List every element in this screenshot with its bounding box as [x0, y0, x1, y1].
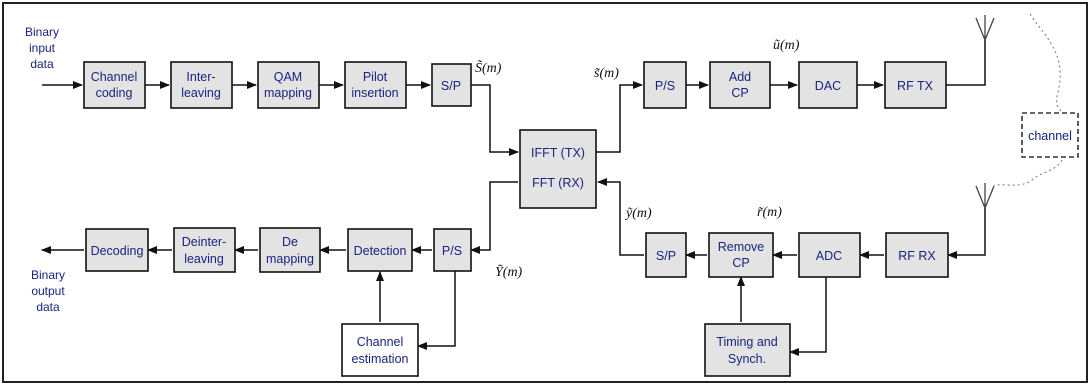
wire-adc-to-timing [789, 276, 827, 356]
block-pilot-insertion: Pilot insertion [344, 61, 407, 109]
binary-input-line-3: data [30, 57, 54, 71]
block-rf-tx-label: RF TX [897, 79, 934, 93]
block-channel-coding: Channel coding [83, 61, 146, 109]
block-add-cp-label-1: Add [729, 70, 751, 84]
block-remove-cp: Remove CP [708, 232, 774, 278]
block-adc-label: ADC [816, 249, 842, 263]
wire-antenna-to-rfrx [947, 208, 986, 259]
signal-label-S: S̃(m) [475, 60, 502, 76]
block-ps-rx: P/S [433, 228, 472, 272]
signal-label-Y: Ỹ(m) [495, 263, 523, 280]
binary-output-line-3: data [36, 300, 60, 314]
wire-sp-to-ifft [471, 84, 519, 156]
binary-input-line-2: input [29, 41, 56, 55]
rx-wires [41, 178, 986, 356]
block-adc: ADC [798, 232, 861, 278]
block-ifft-fft: IFFT (TX) FFT (RX) [519, 129, 597, 209]
binary-output-label: Binary output data [31, 268, 65, 314]
block-remove-cp-label-1: Remove [718, 240, 765, 254]
block-channel-estimation-label-1: Channel [357, 335, 404, 349]
block-rf-rx: RF RX [885, 232, 949, 278]
block-channel-estimation: Channel estimation [341, 323, 419, 377]
block-deinterleaving-label-2: leaving [184, 252, 224, 266]
wire-fft-to-ps [470, 181, 518, 254]
block-add-cp: Add CP [709, 61, 771, 109]
block-qam-mapping: QAM mapping [257, 61, 320, 109]
signal-label-s: s̃(m) [594, 66, 619, 81]
block-rf-rx-label: RF RX [898, 249, 936, 263]
wire-ps-to-estimation [417, 271, 456, 350]
block-sp-rx: S/P [645, 232, 687, 278]
block-timing-synch-label-2: Synch. [728, 352, 766, 366]
block-fft-label: FFT (RX) [532, 176, 584, 190]
block-interleaving: Inter- leaving [170, 61, 233, 109]
block-remove-cp-label-2: CP [732, 256, 749, 270]
block-de-mapping: De mapping [259, 227, 321, 273]
block-dac-label: DAC [815, 79, 841, 93]
block-channel-coding-label-2: coding [96, 86, 133, 100]
signal-label-u: ũ(m) [773, 38, 800, 53]
binary-input-line-1: Binary [25, 25, 59, 39]
block-decoding: Decoding [85, 228, 149, 272]
block-channel-coding-label-1: Channel [91, 70, 138, 84]
binary-output-line-2: output [31, 284, 65, 298]
block-detection: Detection [347, 228, 413, 272]
block-interleaving-label-1: Inter- [186, 70, 215, 84]
wire-ifft-to-ps [596, 81, 643, 153]
block-pilot-insertion-label-1: Pilot [363, 70, 388, 84]
block-ps-tx-label: P/S [655, 79, 675, 93]
block-pilot-insertion-label-2: insertion [351, 86, 398, 100]
block-dac: DAC [798, 61, 858, 109]
block-interleaving-label-2: leaving [181, 86, 221, 100]
block-add-cp-label-2: CP [731, 86, 748, 100]
block-de-mapping-label-2: mapping [266, 252, 314, 266]
rx-antenna-icon [975, 183, 995, 209]
block-ps-tx: P/S [643, 61, 687, 109]
signal-label-y: ỹ(m) [624, 206, 652, 221]
block-de-mapping-label-1: De [282, 235, 298, 249]
tx-antenna-icon [975, 15, 995, 41]
channel-link-dotted [993, 13, 1063, 186]
tx-wires [42, 40, 986, 156]
block-channel-estimation-label-2: estimation [352, 352, 409, 366]
block-ifft-label: IFFT (TX) [531, 146, 585, 160]
block-timing-synch: Timing and Synch. [704, 323, 791, 377]
block-channel: channel [1021, 112, 1079, 158]
binary-input-label: Binary input data [25, 25, 59, 71]
block-channel-label: channel [1028, 129, 1072, 143]
wire-sp-to-fft [597, 178, 644, 256]
block-decoding-label: Decoding [91, 244, 144, 258]
signal-label-r: r̃(m) [757, 205, 782, 220]
block-timing-synch-label-1: Timing and [716, 335, 777, 349]
block-sp-tx-label: S/P [441, 79, 461, 93]
block-deinterleaving: Deinter- leaving [173, 227, 236, 273]
block-ps-rx-label: P/S [442, 244, 462, 258]
diagram-frame [2, 2, 1088, 383]
block-qam-mapping-label-1: QAM [274, 70, 302, 84]
block-detection-label: Detection [354, 244, 407, 258]
block-sp-rx-label: S/P [656, 249, 676, 263]
wire-rftx-to-antenna [946, 40, 986, 86]
binary-output-line-1: Binary [31, 268, 65, 282]
block-rf-tx: RF TX [884, 61, 947, 109]
block-qam-mapping-label-2: mapping [264, 86, 312, 100]
block-sp-tx: S/P [431, 63, 472, 107]
block-deinterleaving-label-1: Deinter- [182, 235, 226, 249]
